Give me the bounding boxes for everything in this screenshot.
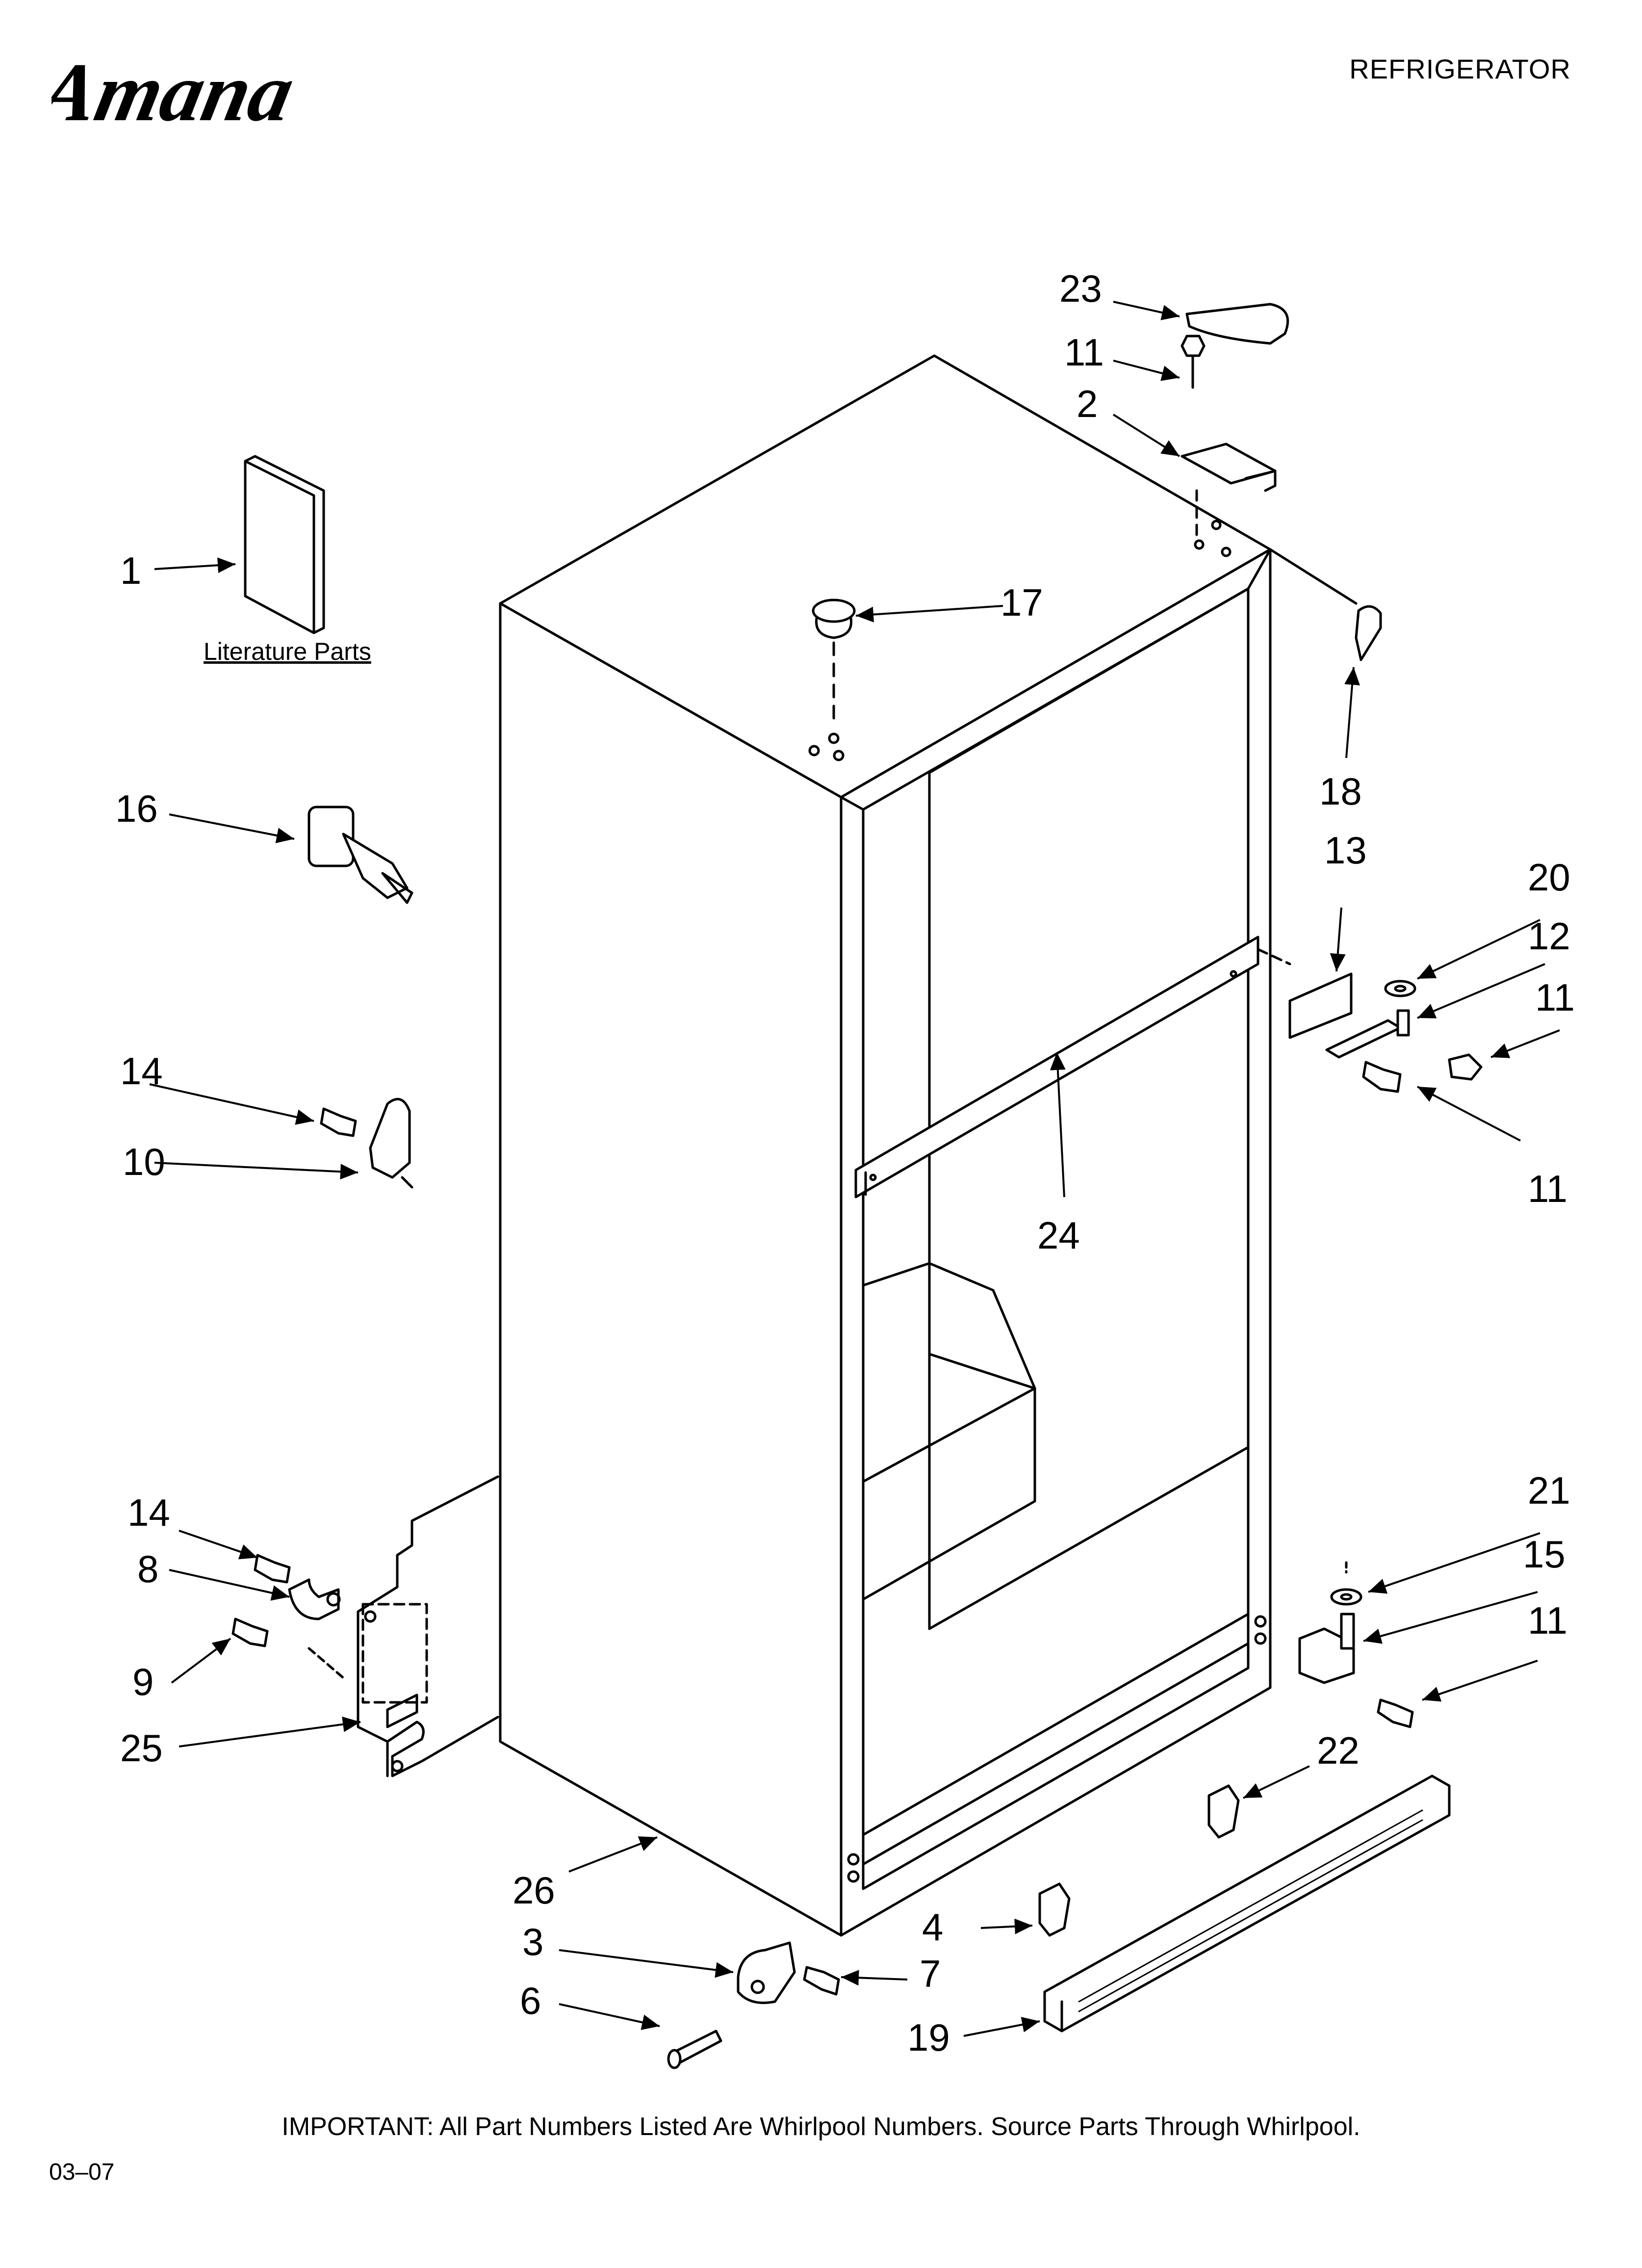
part-4-clip [1038, 1882, 1071, 1937]
callout-13: 13 [1324, 829, 1367, 872]
part-15-bottom-hinge [1298, 1613, 1355, 1684]
part-2-top-hinge [1180, 443, 1277, 557]
part-14-screw-lower [254, 1554, 291, 1584]
part-18-handle-trim [1269, 548, 1382, 661]
part-1-literature [244, 455, 325, 634]
part-11-screw-mid-a [1448, 1053, 1483, 1081]
callout-9: 9 [132, 1660, 154, 1703]
callout-8: 8 [137, 1547, 158, 1590]
part-23-hinge-cover [1185, 303, 1289, 345]
part-21-washer [1330, 1561, 1362, 1606]
callout-24: 24 [1037, 1214, 1080, 1257]
callout-10: 10 [123, 1140, 165, 1183]
part-6-pin [667, 2030, 722, 2069]
callout-22: 22 [1317, 1729, 1360, 1772]
page-title: REFRIGERATOR [1349, 53, 1571, 84]
callout-18: 18 [1319, 770, 1362, 813]
callout-11-low: 11 [1528, 1599, 1567, 1642]
callout-2: 2 [1077, 382, 1098, 425]
part-11-screw-mid-b [1362, 1061, 1402, 1093]
part-20-washer [1384, 980, 1416, 997]
callout-17: 17 [1001, 581, 1043, 624]
amana-logo: Amana [51, 47, 302, 139]
callout-12: 12 [1528, 914, 1570, 958]
callout-23: 23 [1059, 267, 1102, 310]
callout-19: 19 [907, 2016, 950, 2059]
callout-15: 15 [1523, 1533, 1565, 1576]
part-11-top-screw [1180, 335, 1206, 389]
callout-11-mid-b: 11 [1528, 1167, 1567, 1210]
callout-3: 3 [522, 1920, 543, 1963]
callout-6: 6 [520, 1979, 541, 2022]
callout-14-upper: 14 [120, 1049, 163, 1093]
part-11-screw-low [1377, 1698, 1414, 1728]
part-7-screw [803, 1966, 840, 1996]
cabinet-26 [499, 354, 1272, 1937]
part-14-screw-upper [320, 1107, 357, 1137]
date-code: 03–07 [49, 2159, 115, 2185]
callout-7: 7 [920, 1952, 941, 1995]
callout-4: 4 [922, 1905, 943, 1949]
part-3-bottom-bracket [737, 1941, 796, 2004]
callout-1: 1 [120, 549, 141, 592]
callout-16: 16 [115, 787, 158, 830]
callout-11-mid-a: 11 [1535, 976, 1575, 1019]
part-13-center-hinge [1257, 948, 1402, 1059]
footer-note: IMPORTANT: All Part Numbers Listed Are W… [282, 2112, 1360, 2141]
part-22-clip [1207, 1784, 1240, 1839]
callout-11-top: 11 [1064, 331, 1104, 374]
callout-21: 21 [1528, 1469, 1570, 1512]
part-8-clamp [288, 1578, 341, 1620]
part-25-bottom-hinge-plate [357, 1475, 499, 1777]
part-9-screw [231, 1617, 345, 1679]
literature-parts-label: Literature Parts [204, 638, 371, 665]
part-10-bracket [369, 1098, 413, 1189]
part-19-grille [1043, 1774, 1451, 2033]
callout-25: 25 [120, 1726, 163, 1770]
part-12-pin [1396, 1009, 1410, 1037]
part-17-plug [808, 599, 856, 761]
svg-text:Amana: Amana [51, 47, 302, 139]
callout-20: 20 [1528, 856, 1570, 899]
callout-14-lower: 14 [128, 1491, 170, 1534]
part-16-leveler [308, 806, 413, 904]
callout-26: 26 [513, 1869, 555, 1912]
